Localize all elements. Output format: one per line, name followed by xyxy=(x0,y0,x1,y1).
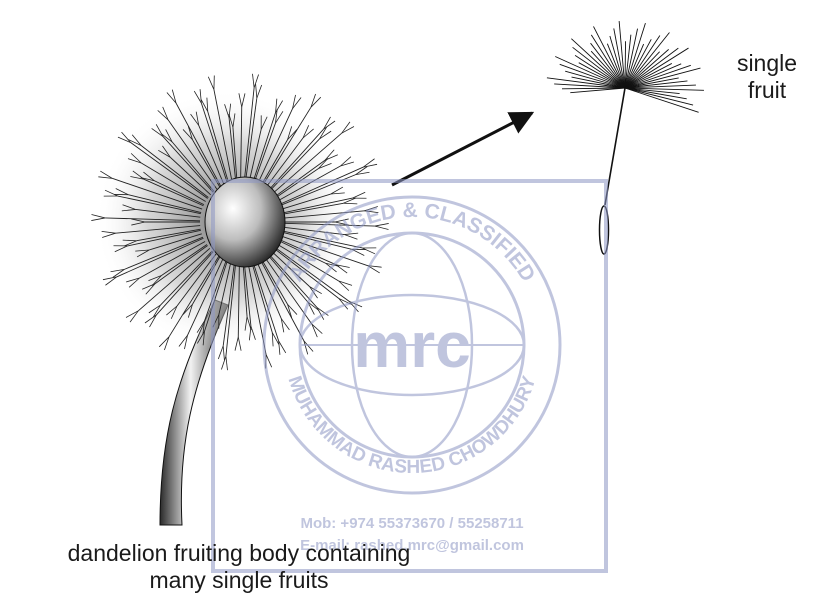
pappus-tip xyxy=(208,77,214,90)
pappus-tip xyxy=(343,203,357,204)
single-fruit-icon xyxy=(547,21,704,254)
single-fruit-label: single fruit xyxy=(722,50,812,104)
receptacle xyxy=(205,177,285,267)
pappus-tip xyxy=(342,122,350,133)
pappus-tip xyxy=(324,117,331,129)
fruit-pappus-strand xyxy=(625,88,693,105)
watermark-logo: mrc xyxy=(353,309,470,381)
pappus-tip xyxy=(226,356,228,370)
pappus-tip xyxy=(362,248,375,254)
watermark-mobile: Mob: +974 55373670 / 55258711 xyxy=(300,515,523,532)
arrow-icon xyxy=(392,113,532,185)
pappus-tip xyxy=(123,240,137,241)
fruiting-body-label-line2: many single fruits xyxy=(0,567,478,594)
fruiting-body-label-line1: dandelion fruiting body containing xyxy=(0,540,478,567)
pappus-tip xyxy=(324,121,335,129)
single-fruit-label-line2: fruit xyxy=(722,77,812,104)
pappus-tip xyxy=(253,74,255,88)
pappus-tip xyxy=(352,192,365,198)
pappus-tip xyxy=(221,356,225,369)
fruiting-body-label: dandelion fruiting body containing many … xyxy=(0,540,478,594)
single-fruit-label-line1: single xyxy=(722,50,812,77)
pappus-tip xyxy=(254,74,258,87)
pappus-tip xyxy=(342,127,354,134)
